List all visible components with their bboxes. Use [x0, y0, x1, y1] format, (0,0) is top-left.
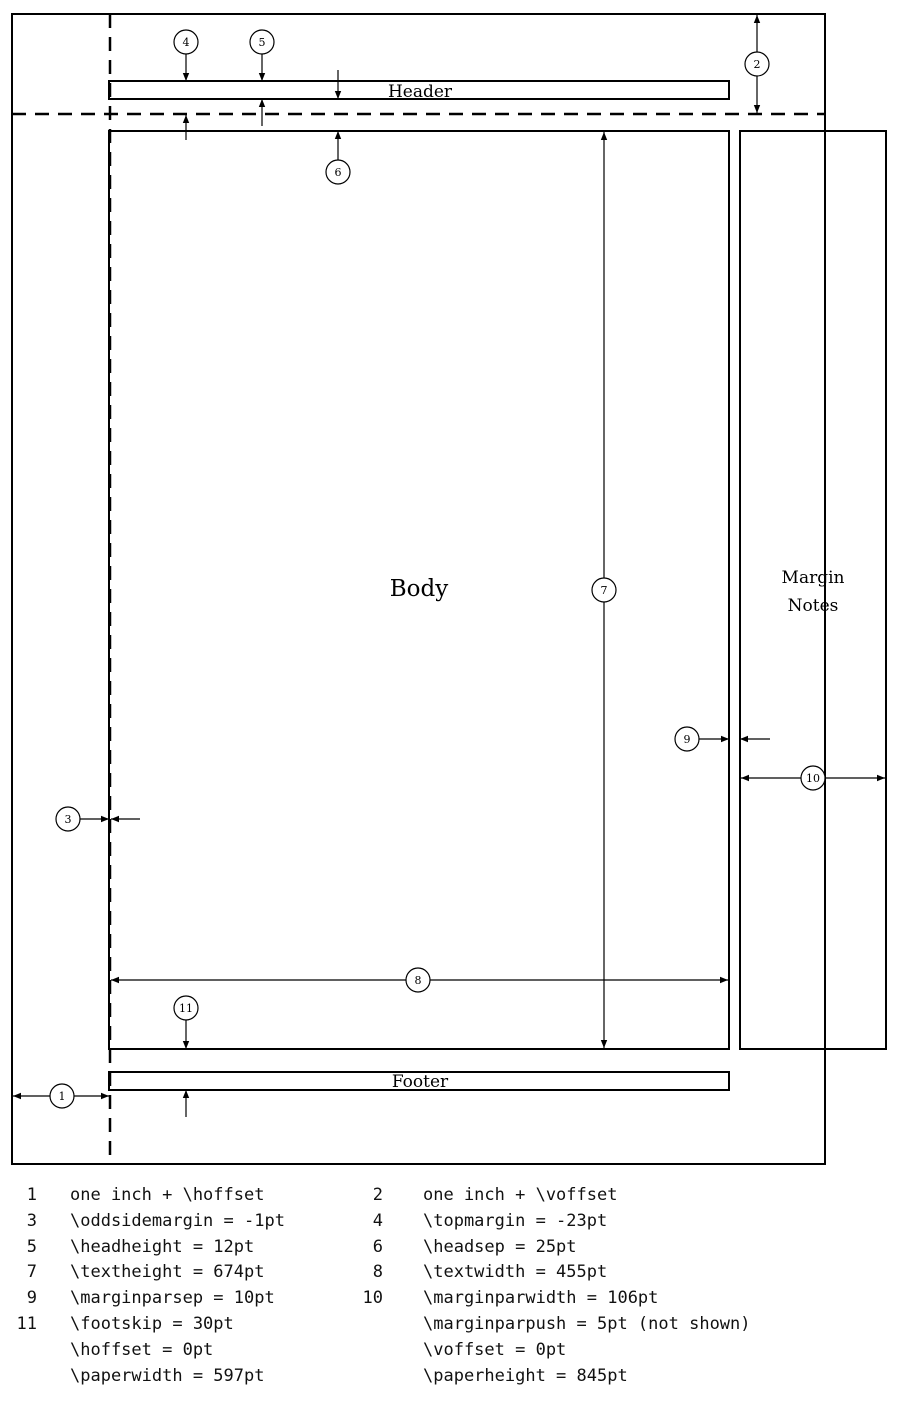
marker-circle [249, 29, 275, 55]
marker-number: 6 [335, 166, 342, 179]
legend-number: 3 [26, 1210, 37, 1231]
header-label: Header [388, 82, 453, 102]
marker-circle [591, 577, 617, 603]
marker-number: 1 [59, 1090, 66, 1103]
paper-outline [11, 13, 826, 1165]
marker-5: 5 [249, 29, 275, 55]
marker-circle [325, 159, 351, 185]
marker-number: 10 [806, 772, 820, 785]
legend-number: 7 [26, 1262, 37, 1283]
marker-circle [800, 765, 826, 791]
footer-box [108, 1071, 730, 1091]
legend-text: \marginparsep = 10pt [70, 1288, 275, 1309]
legend-text: \hoffset = 0pt [70, 1339, 214, 1360]
legend-text: \headsep = 25pt [423, 1236, 577, 1257]
marker-1: 1 [49, 1083, 75, 1109]
marker-circle [173, 995, 199, 1021]
marker-circle [674, 726, 700, 752]
marker-circle [173, 29, 199, 55]
marker-6: 6 [325, 159, 351, 185]
marker-circle [744, 51, 770, 77]
marker-9: 9 [674, 726, 700, 752]
marker-number: 11 [179, 1002, 193, 1015]
margin-notes-label-1: Margin [782, 568, 845, 588]
legend-number: 11 [16, 1314, 37, 1334]
page-layout-diagram: Header Body Margin Notes Footer 1 2 3 4 5 6 7 8… [11, 13, 887, 1165]
dimension-arrows [13, 15, 885, 1117]
marker-circle [405, 967, 431, 993]
legend-text: \footskip = 30pt [70, 1314, 234, 1334]
body-box [108, 130, 730, 1050]
margin-notes-label-2: Notes [788, 596, 839, 616]
body-label: Body [390, 576, 448, 602]
marker-7: 7 [591, 577, 617, 603]
legend-number: 8 [372, 1262, 383, 1283]
marker-number: 7 [601, 584, 608, 597]
marker-8: 8 [405, 967, 431, 993]
legend-number: 9 [26, 1288, 37, 1309]
numbered-markers: 1 2 3 4 5 6 7 8 9 10 11 [49, 29, 826, 1109]
legend-text: one inch + \hoffset [70, 1185, 265, 1205]
legend-text: \paperheight = 845pt [423, 1365, 628, 1386]
margin-notes-box [739, 130, 887, 1050]
marker-number: 5 [259, 36, 266, 49]
marker-10: 10 [800, 765, 826, 791]
legend-text: \textheight = 674pt [70, 1262, 265, 1283]
legend-text: one inch + \voffset [423, 1185, 618, 1205]
legend-number: 1 [26, 1185, 37, 1205]
legend-number: 4 [372, 1210, 383, 1231]
marker-number: 3 [65, 813, 72, 826]
legend-text: \headheight = 12pt [70, 1236, 255, 1257]
legend-text: \textwidth = 455pt [423, 1262, 608, 1283]
legend-text: \paperwidth = 597pt [70, 1365, 265, 1386]
header-box [108, 80, 730, 100]
marker-circle [49, 1083, 75, 1109]
footer-label: Footer [392, 1072, 449, 1092]
marker-3: 3 [55, 806, 81, 832]
legend-number: 2 [372, 1185, 383, 1205]
legend-text: \marginparpush = 5pt (not shown) [423, 1314, 751, 1334]
marker-circle [55, 806, 81, 832]
legend-text: \topmargin = -23pt [423, 1210, 608, 1231]
marker-number: 8 [415, 974, 422, 987]
legend-text: \marginparwidth = 106pt [423, 1288, 659, 1309]
legend-number: 6 [372, 1236, 383, 1257]
legend-text: \voffset = 0pt [423, 1339, 567, 1360]
marker-number: 2 [754, 58, 761, 71]
marker-2: 2 [744, 51, 770, 77]
marker-number: 9 [684, 733, 691, 746]
legend-number: 10 [362, 1288, 383, 1309]
marker-11: 11 [173, 995, 199, 1021]
legend-number: 5 [26, 1236, 37, 1257]
marker-number: 4 [183, 36, 190, 49]
legend-text: \oddsidemargin = -1pt [70, 1210, 285, 1231]
marker-4: 4 [173, 29, 199, 55]
